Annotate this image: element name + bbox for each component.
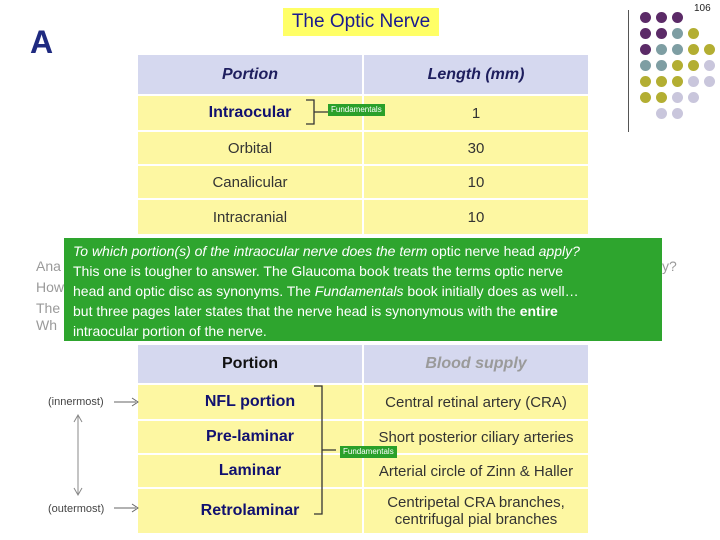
row-orbital-length: 30 <box>364 130 588 164</box>
dot <box>672 12 683 23</box>
dot <box>672 60 683 71</box>
dot <box>656 76 667 87</box>
popup-line: This one is tougher to answer. The Glauc… <box>73 263 563 279</box>
dot <box>656 28 667 39</box>
dot <box>688 28 699 39</box>
background-text: Ana <box>36 258 61 274</box>
row-laminar-supply: Arterial circle of Zinn & Haller <box>364 453 588 487</box>
background-text: How <box>36 279 65 295</box>
fundamentals-tag: Fundamentals <box>328 104 385 116</box>
dot <box>672 92 683 103</box>
dot <box>688 60 699 71</box>
dot <box>640 92 651 103</box>
section-letter: A <box>30 24 54 60</box>
row-retrolaminar-supply: Centripetal CRA branches, centrifugal pi… <box>364 487 588 533</box>
dot <box>672 76 683 87</box>
row-canalicular-length: 10 <box>364 164 588 198</box>
row-retrolaminar-portion: Retrolaminar <box>138 487 364 533</box>
fundamentals-tag: Fundamentals <box>340 446 397 458</box>
dot <box>688 44 699 55</box>
dot <box>640 12 651 23</box>
header-blood-supply: Blood supply <box>364 345 588 383</box>
dot <box>688 76 699 87</box>
dot <box>704 44 715 55</box>
background-text: The <box>36 300 61 316</box>
popup-question: To which portion(s) of the intraocular n… <box>73 243 580 259</box>
slide-title: The Optic Nerve <box>283 8 439 36</box>
row-nfl-portion: NFL portion <box>138 383 364 419</box>
dot <box>656 108 667 119</box>
dot <box>688 92 699 103</box>
dot <box>656 12 667 23</box>
answer-popup: To which portion(s) of the intraocular n… <box>64 238 662 341</box>
slide-number: 106 <box>694 3 711 14</box>
popup-line: head and optic disc as synonyms. The Fun… <box>73 283 579 299</box>
dot <box>656 92 667 103</box>
row-intracranial-portion: Intracranial <box>138 198 364 234</box>
background-text: Wh <box>36 317 57 333</box>
bracket-connector <box>314 385 336 515</box>
bracket-connector <box>306 99 330 125</box>
row-prelaminar-supply: Short posterior ciliary arteries <box>364 419 588 453</box>
row-orbital-portion: Orbital <box>138 130 364 164</box>
row-canalicular-portion: Canalicular <box>138 164 364 198</box>
row-prelaminar-portion: Pre-laminar <box>138 419 364 453</box>
dot <box>640 28 651 39</box>
dot <box>656 44 667 55</box>
innermost-label: (innermost) <box>48 396 104 408</box>
row-intracranial-length: 10 <box>364 198 588 234</box>
arrows <box>73 397 139 513</box>
dot <box>640 76 651 87</box>
dot <box>672 28 683 39</box>
row-nfl-supply: Central retinal artery (CRA) <box>364 383 588 419</box>
dot <box>640 60 651 71</box>
background-text: y? <box>662 258 677 274</box>
dot <box>672 108 683 119</box>
header-portion: Portion <box>138 55 364 94</box>
outermost-label: (outermost) <box>48 503 105 515</box>
dot <box>672 44 683 55</box>
dot <box>640 44 651 55</box>
popup-line: but three pages later states that the ne… <box>73 303 558 319</box>
popup-line: intraocular portion of the nerve. <box>73 323 267 339</box>
dot <box>656 60 667 71</box>
header-portion: Portion <box>138 345 364 383</box>
row-laminar-portion: Laminar <box>138 453 364 487</box>
header-length: Length (mm) <box>364 55 588 94</box>
dot <box>704 60 715 71</box>
row-intraocular-length: 1 <box>364 94 588 130</box>
dot <box>704 76 715 87</box>
divider-line <box>628 10 629 132</box>
